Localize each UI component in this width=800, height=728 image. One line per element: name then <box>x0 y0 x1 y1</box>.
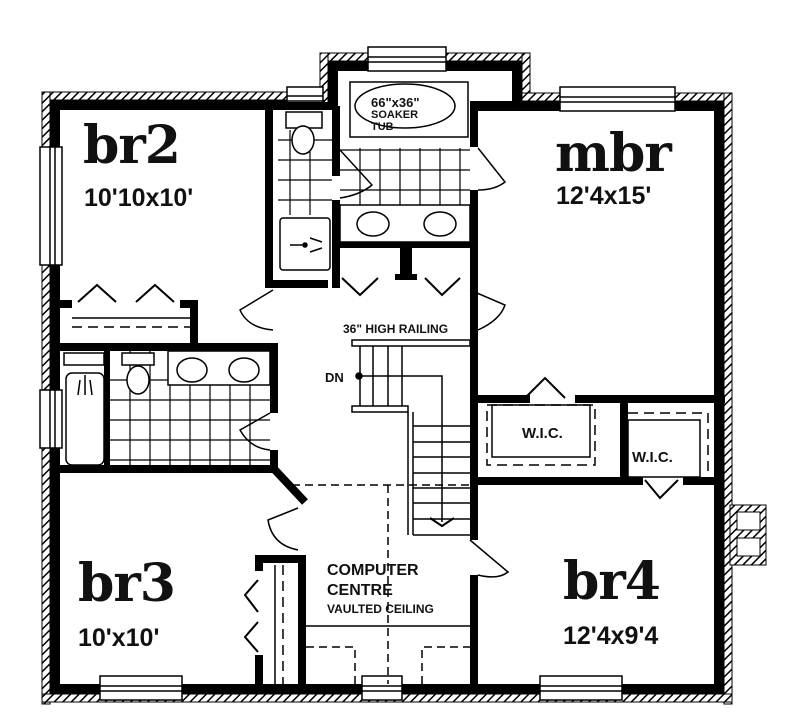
doors <box>238 147 510 578</box>
room-dimensions-mbr: 12'4x15' <box>556 182 652 210</box>
computer-centre-title-1: COMPUTER <box>327 562 419 579</box>
vaulted-ceiling-note: VAULTED CEILING <box>327 602 434 616</box>
closet-shelves <box>72 317 709 684</box>
soaker-tub-size: 66"x36" <box>371 95 420 110</box>
room-dimensions-br4: 12'4x9'4 <box>563 622 659 650</box>
soaker-tub-label: SOAKER <box>371 109 419 121</box>
room-name-br4: br4 <box>563 551 661 612</box>
wic-label-mbr: W.I.C. <box>522 425 563 442</box>
tile-floors <box>110 130 470 465</box>
stair-down-label: DN <box>325 370 344 385</box>
hall-angled-walls <box>272 467 308 505</box>
room-dimensions-br2: 10'10x10' <box>84 184 194 212</box>
interior-walls <box>60 102 725 685</box>
railing-label: 36" HIGH RAILING <box>343 322 449 336</box>
room-name-mbr: mbr <box>555 123 672 184</box>
room-dimensions-br3: 10'x10' <box>78 624 160 652</box>
soaker-tub-label-2: TUB <box>371 121 394 133</box>
wic-label-br4: W.I.C. <box>632 449 673 466</box>
vaulted-ceiling-lines <box>292 484 470 684</box>
bath-fixtures <box>63 81 471 466</box>
room-name-br2: br2 <box>83 115 181 176</box>
windows <box>39 46 676 701</box>
staircase <box>351 339 471 536</box>
room-name-br3: br3 <box>78 553 176 614</box>
computer-centre-title-2: CENTRE <box>327 582 393 599</box>
bifold-doors <box>77 277 679 653</box>
